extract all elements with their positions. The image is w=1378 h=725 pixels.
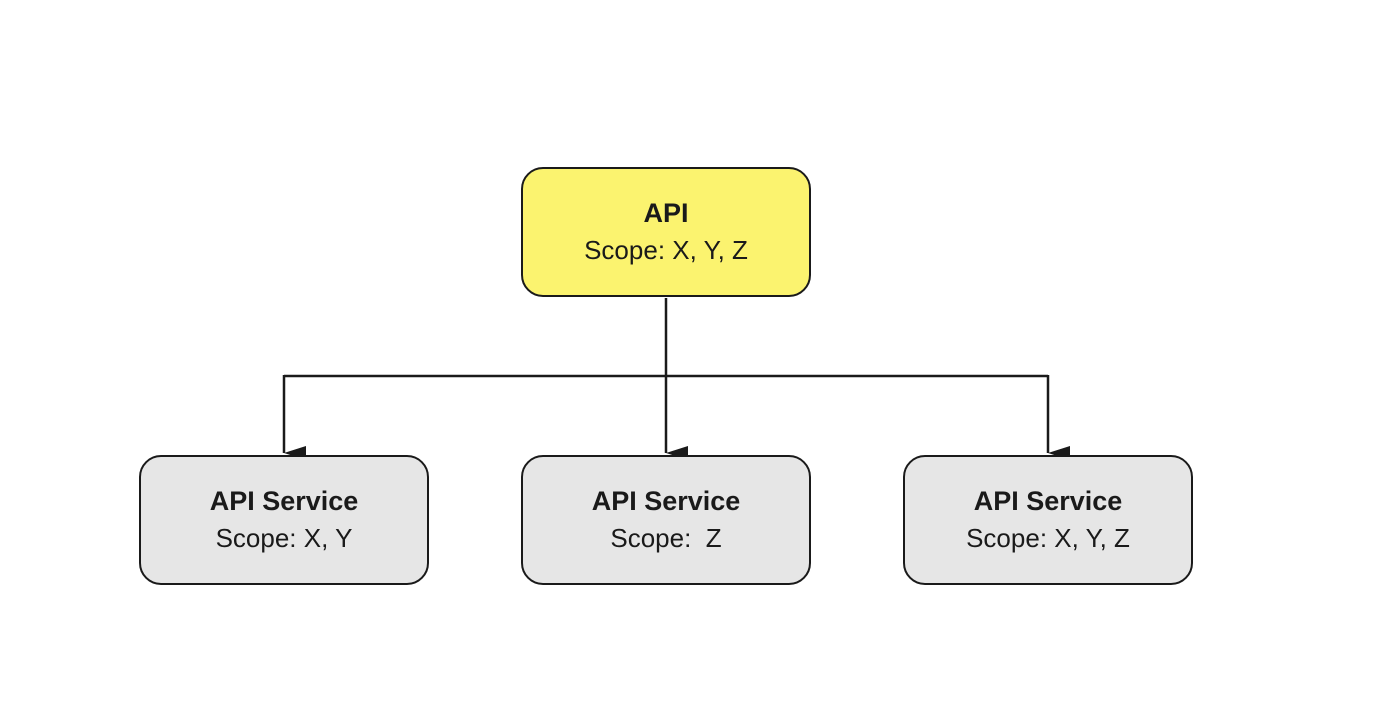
node-scope: Scope: Z: [610, 523, 722, 553]
node-title: API: [643, 198, 689, 228]
api-root-node[interactable]: API Scope: X, Y, Z: [521, 167, 811, 297]
node-scope: Scope: X, Y, Z: [966, 523, 1130, 553]
api-service-node-3[interactable]: API Service Scope: X, Y, Z: [903, 455, 1193, 585]
node-title: API Service: [209, 486, 359, 516]
node-scope: Scope: X, Y, Z: [584, 235, 748, 265]
api-service-node-1[interactable]: API Service Scope: X, Y: [139, 455, 429, 585]
api-service-node-2[interactable]: API Service Scope: Z: [521, 455, 811, 585]
node-title: API Service: [591, 486, 741, 516]
node-title: API Service: [973, 486, 1123, 516]
node-scope: Scope: X, Y: [215, 523, 353, 553]
